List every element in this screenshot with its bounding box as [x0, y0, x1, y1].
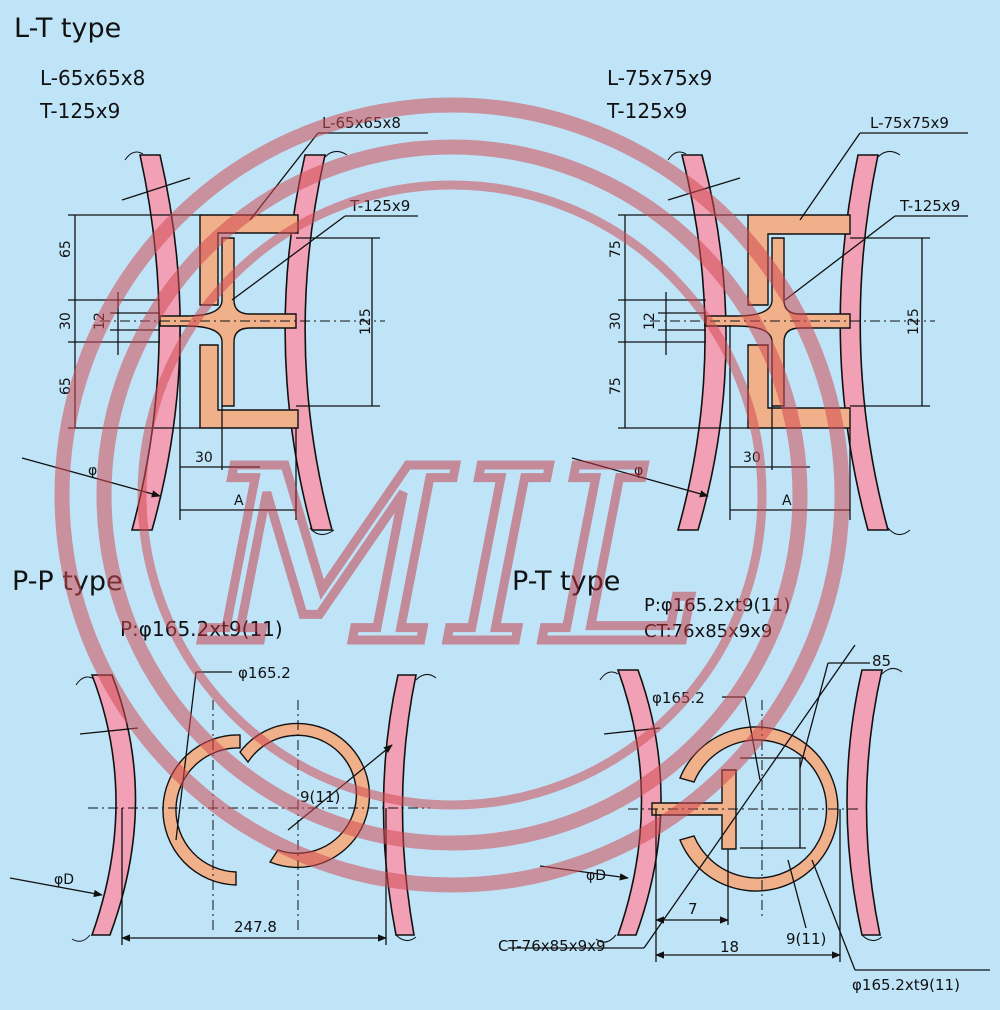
lt-left-dim-width: A	[234, 493, 244, 509]
pp-width: 247.8	[234, 918, 277, 936]
lt-right-dim-inner: 12	[642, 312, 658, 330]
pp-thickness: 9(11)	[300, 788, 340, 806]
lt-right-dim-upper: 75	[608, 240, 624, 258]
lt-left-pipe-right	[284, 154, 334, 531]
lt-right-callout-angle: L-75x75x9	[870, 114, 949, 132]
pt-dim-85: 85	[872, 652, 891, 670]
lt-left-pipe-left	[130, 154, 181, 531]
pt-callout-pipe: φ165.2xt9(11)	[852, 976, 960, 994]
pt-dim-18: 18	[720, 938, 739, 956]
pt-thickness: 9(11)	[786, 930, 826, 948]
lt-right-dim-width: A	[782, 493, 792, 509]
pt-pipe-dia: φD	[586, 868, 606, 884]
lt-left-dim-height: 125	[358, 308, 374, 335]
lt-right-pipe-left	[676, 154, 727, 531]
pp-pipe-dia: φD	[54, 872, 74, 888]
watermark-text: MIL	[201, 417, 705, 697]
pt-callout-tee: CT-76x85x9x9	[498, 937, 606, 955]
lt-left-dim-upper: 65	[58, 240, 74, 258]
lt-right-spec-tee: T-125x9	[606, 99, 687, 123]
watermark-logo: MIL	[54, 97, 850, 893]
lt-left-drawing: L-65x65x8 T-125x9 65 30 12 65 125	[21, 66, 428, 535]
lt-left-dim-middle: 30	[58, 312, 74, 330]
lt-left-angle-bottom	[199, 344, 299, 429]
lt-section-title: L-T type	[14, 13, 121, 44]
pp-spec: P:φ165.2xt9(11)	[120, 617, 283, 641]
lt-right-pipe-dia: φ	[634, 463, 643, 479]
lt-left-dim-gap: 30	[195, 450, 213, 466]
lt-left-spec-angle: L-65x65x8	[40, 66, 145, 90]
pt-ring	[679, 726, 839, 892]
pt-spec-tee: CT:76x85x9x9	[644, 621, 772, 642]
pt-spec-pipe: P:φ165.2xt9(11)	[644, 595, 790, 616]
pp-ring-right	[239, 722, 371, 869]
pt-dim-7: 7	[688, 900, 698, 918]
pp-callout-dia: φ165.2	[238, 664, 291, 682]
lt-left-spec-tee: T-125x9	[39, 99, 120, 123]
lt-left-pipe-dia: φ	[88, 463, 97, 479]
pp-pipe-left	[90, 674, 137, 936]
lt-right-dim-lower: 75	[608, 377, 624, 395]
pt-pipe-right	[846, 669, 884, 936]
pt-section-title: P-T type	[512, 566, 620, 597]
lt-right-spec-angle: L-75x75x9	[607, 66, 712, 90]
lt-right-dim-height: 125	[906, 308, 922, 335]
lt-right-callout-tee: T-125x9	[899, 197, 960, 215]
lt-right-dim-middle: 30	[608, 312, 624, 330]
